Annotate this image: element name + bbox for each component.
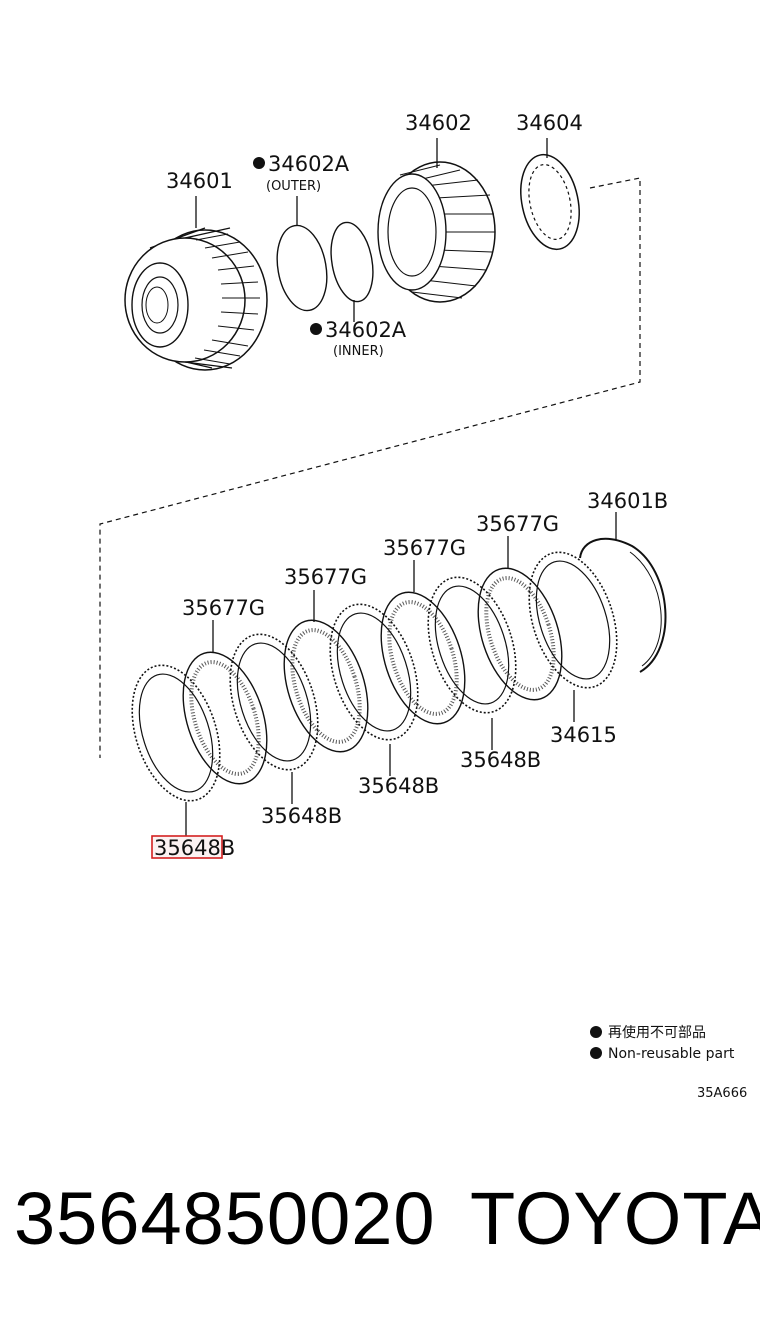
clutch-disc-35677G-3 bbox=[380, 591, 466, 725]
clutch-disc-35677G-4 bbox=[477, 567, 563, 701]
clutch-plate-35648B-3 bbox=[427, 576, 517, 714]
label-inner-note: (INNER) bbox=[333, 344, 384, 359]
label-34601: 34601 bbox=[166, 169, 233, 193]
clutch-disc-35677G-2 bbox=[283, 619, 369, 753]
label-35677G-2: 35677G bbox=[284, 565, 367, 589]
non-reusable-dot-outer bbox=[253, 157, 265, 169]
clutch-disc-35677G-1 bbox=[182, 651, 268, 785]
brand-name: TOYOTA bbox=[470, 1177, 760, 1260]
dashed-group-outline bbox=[99, 177, 641, 758]
clutch-plate-35648B-1 bbox=[229, 633, 319, 771]
figure-code: 35A666 bbox=[697, 1086, 747, 1101]
label-34601B: 34601B bbox=[587, 489, 668, 513]
part-number: 3564850020 bbox=[14, 1177, 436, 1260]
clutch-plate-35648B-2 bbox=[329, 603, 419, 741]
label-35677G-3: 35677G bbox=[383, 536, 466, 560]
legend-line-en: Non-reusable part bbox=[608, 1046, 735, 1062]
label-34615: 34615 bbox=[550, 723, 617, 747]
legend: 再使用不可部品 Non-reusable part bbox=[590, 1024, 735, 1062]
label-35648B-2: 35648B bbox=[358, 774, 439, 798]
one-way-clutch-34604 bbox=[520, 153, 580, 251]
legend-dot-1 bbox=[590, 1026, 602, 1038]
label-34602A-inner: 34602A bbox=[325, 318, 407, 342]
clutch-drum-34601 bbox=[124, 227, 268, 371]
label-35677G-1: 35677G bbox=[182, 596, 265, 620]
product-caption: 3564850020 TOYOTA bbox=[0, 1182, 760, 1292]
clutch-plate-34615 bbox=[528, 551, 618, 689]
label-35648B-3: 35648B bbox=[460, 748, 541, 772]
clutch-hub-34602 bbox=[377, 161, 496, 303]
clutch-plate-35648B-front bbox=[131, 664, 221, 802]
label-35677G-4: 35677G bbox=[476, 512, 559, 536]
non-reusable-dot-inner bbox=[310, 323, 322, 335]
oring-inner bbox=[330, 221, 374, 303]
label-outer-note: (OUTER) bbox=[266, 179, 321, 194]
upper-leader-lines bbox=[195, 138, 548, 322]
label-34604: 34604 bbox=[516, 111, 583, 135]
legend-dot-2 bbox=[590, 1047, 602, 1059]
lower-leader-lines bbox=[185, 512, 617, 836]
label-35648B-highlight[interactable]: 35648B bbox=[154, 836, 235, 860]
highlight-box bbox=[151, 835, 223, 859]
label-34602: 34602 bbox=[405, 111, 472, 135]
snap-ring-34601B bbox=[579, 537, 667, 673]
legend-line-jp: 再使用不可部品 bbox=[608, 1024, 706, 1041]
label-35648B-1: 35648B bbox=[261, 804, 342, 828]
label-34602A-outer: 34602A bbox=[268, 152, 350, 176]
oring-outer bbox=[276, 224, 328, 312]
